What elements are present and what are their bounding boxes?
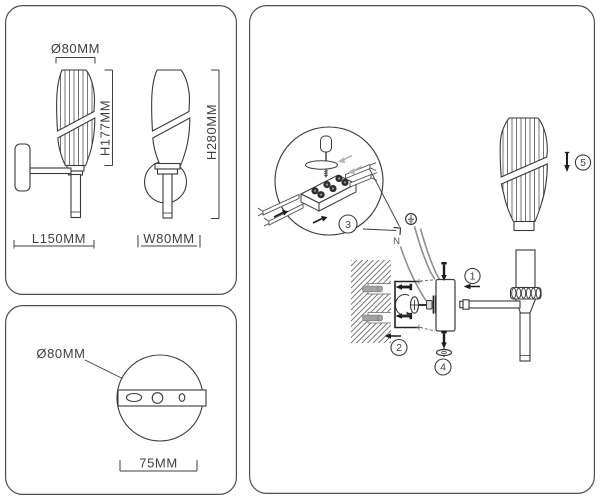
shade-diameter-dimension	[55, 57, 96, 64]
shade-height-dimension	[104, 69, 113, 166]
side-hole	[178, 393, 186, 402]
lamp-front-view	[143, 69, 191, 219]
mounting-bracket	[394, 278, 436, 332]
dimensions-panel: Ø80MM H177MM H280MM L150MM W80MM	[5, 5, 237, 295]
stem	[162, 173, 173, 219]
fixture-width-label: W80MM	[143, 231, 194, 246]
socket-holder2	[156, 168, 179, 175]
svg-text:5: 5	[580, 157, 586, 169]
shade-upper	[56, 69, 96, 132]
panel-border	[5, 5, 237, 295]
lamp-arm-assembly	[459, 249, 542, 362]
shade-height-label: H177MM	[98, 100, 113, 156]
arm-length-dimension	[13, 240, 95, 249]
total-height-dimension	[211, 69, 220, 219]
arm-length-label: L150MM	[32, 231, 86, 246]
screwdriver-icon	[305, 135, 338, 178]
plate-band	[117, 389, 207, 407]
svg-text:1: 1	[470, 271, 476, 283]
stem	[70, 173, 82, 219]
plate-width-label: 75MM	[139, 456, 178, 471]
plate-diameter-label: Ø80MM	[36, 346, 85, 361]
wall-plate	[14, 143, 31, 192]
svg-text:2: 2	[396, 342, 402, 354]
wall-hole-top	[362, 283, 391, 295]
canopy-screw-bottom	[441, 331, 447, 349]
arm-end-cap	[459, 300, 464, 309]
base-plate-panel: Ø80MM 75MM	[5, 305, 237, 495]
junction-corner-mark	[393, 226, 402, 236]
shade-lower	[500, 163, 548, 223]
neutral-label: N	[393, 236, 400, 247]
base-plate-detail	[84, 354, 207, 442]
cup-washer	[305, 160, 338, 170]
insert-arrows-left	[273, 209, 328, 224]
leader-line	[84, 359, 123, 379]
arm-ferrule	[462, 299, 470, 310]
center-hole	[151, 392, 164, 404]
shade-upper	[151, 69, 191, 132]
step-3-marker: 3	[338, 214, 358, 234]
arm	[29, 167, 72, 175]
stem	[519, 312, 531, 362]
wall-hole-bottom	[362, 312, 391, 324]
step-2-marker: 2	[384, 333, 408, 357]
step-1-marker: 1	[463, 267, 481, 290]
rotate-arrow	[394, 294, 410, 316]
mounting-slot	[125, 392, 143, 403]
lock-nut	[435, 347, 453, 357]
callout-leader-bottom	[362, 228, 397, 231]
terminal-block-detail: 3	[257, 126, 400, 236]
wire-connector	[426, 300, 433, 310]
step-5-marker: 5	[564, 151, 592, 172]
shade-upper	[499, 117, 548, 178]
canopy-screw-top	[441, 262, 447, 281]
wall-anchor	[362, 314, 383, 322]
callout-leader-top	[368, 167, 400, 227]
wall-anchor	[362, 285, 383, 293]
canopy	[426, 262, 456, 357]
socket-tube	[515, 249, 536, 289]
arm	[468, 300, 521, 309]
mounting-wall	[351, 260, 391, 343]
shade-collar	[513, 220, 535, 232]
assembly-panel: 3 N	[249, 5, 595, 494]
shade-lower	[57, 117, 96, 167]
socket-holder	[154, 162, 181, 170]
step-4-marker: 4	[434, 358, 452, 376]
terminal-screws	[311, 174, 349, 199]
wires-right	[345, 162, 378, 188]
supply-wires	[399, 226, 441, 303]
plate-width-dimension	[119, 460, 198, 472]
insert-arrows-right	[337, 154, 363, 175]
svg-text:3: 3	[345, 219, 351, 231]
wires-left	[257, 193, 304, 227]
dimension-lines	[13, 57, 220, 249]
ground-symbol	[405, 213, 417, 225]
decorative-collar	[509, 286, 542, 300]
total-height-label: H280MM	[204, 104, 219, 160]
shade-diameter-label: Ø80MM	[51, 41, 100, 56]
shade-lower	[152, 117, 191, 167]
lamp-side-view	[14, 69, 96, 219]
center-screw	[394, 294, 427, 318]
svg-text:4: 4	[440, 362, 446, 374]
width-dimension	[137, 235, 201, 248]
